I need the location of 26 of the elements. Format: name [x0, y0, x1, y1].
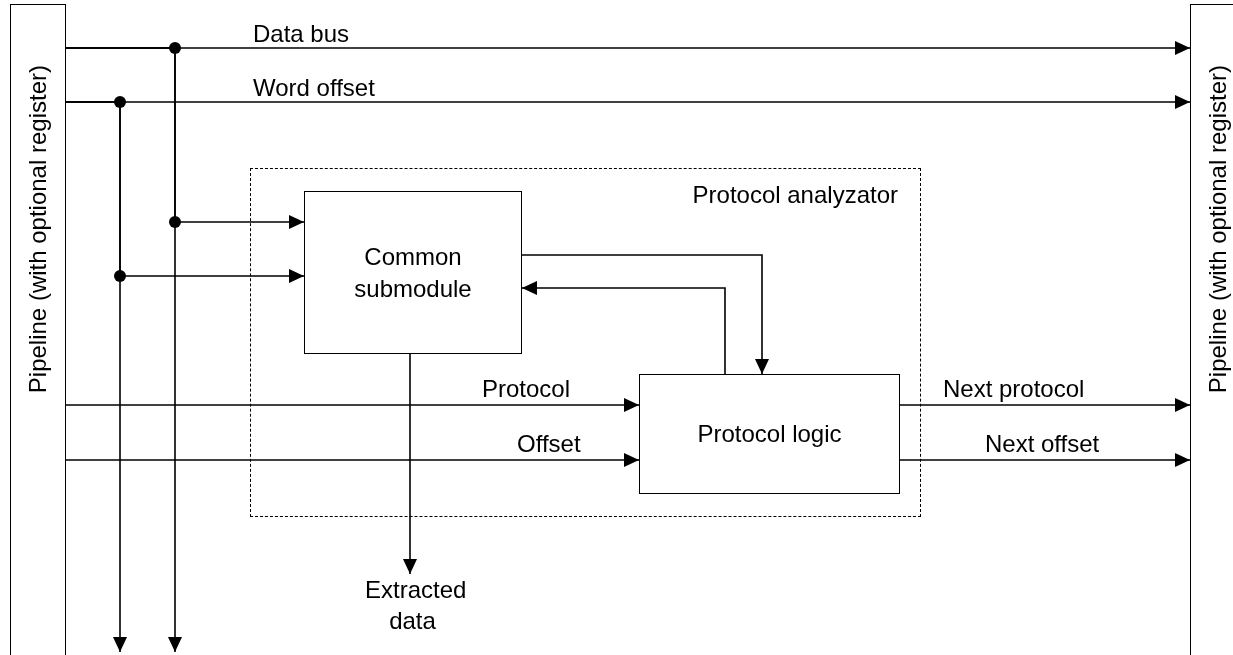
box-label: Common submodule: [353, 242, 473, 304]
edge-label: Word offset: [253, 76, 375, 100]
arrow: [65, 398, 640, 412]
module-boundary: [250, 168, 921, 517]
output-label: Extracted data: [335, 574, 490, 649]
register-box: [10, 4, 66, 655]
arrow: [899, 398, 1191, 412]
edge-label: Offset: [517, 432, 581, 456]
arrow: [65, 101, 127, 653]
arrow: [403, 353, 417, 575]
register-box: [1190, 4, 1233, 655]
arrow: [521, 254, 769, 375]
arrow: [899, 453, 1191, 467]
edge-label: Next protocol: [943, 377, 1085, 401]
box-label: Protocol logic: [696, 419, 843, 450]
arrow: [521, 281, 726, 375]
arrow: [65, 47, 182, 653]
edge-label: Data bus: [253, 22, 350, 46]
module-title: Protocol analyzator: [692, 183, 898, 207]
edge-label: Protocol: [482, 377, 571, 401]
pipeline-label: Pipeline (with optional register): [1206, 65, 1230, 394]
arrow: [65, 453, 640, 467]
logic-box: [639, 374, 900, 494]
pipeline-label: Pipeline (with optional register): [26, 65, 50, 394]
edge-label: Next offset: [985, 432, 1100, 456]
submodule-box: [304, 191, 522, 354]
